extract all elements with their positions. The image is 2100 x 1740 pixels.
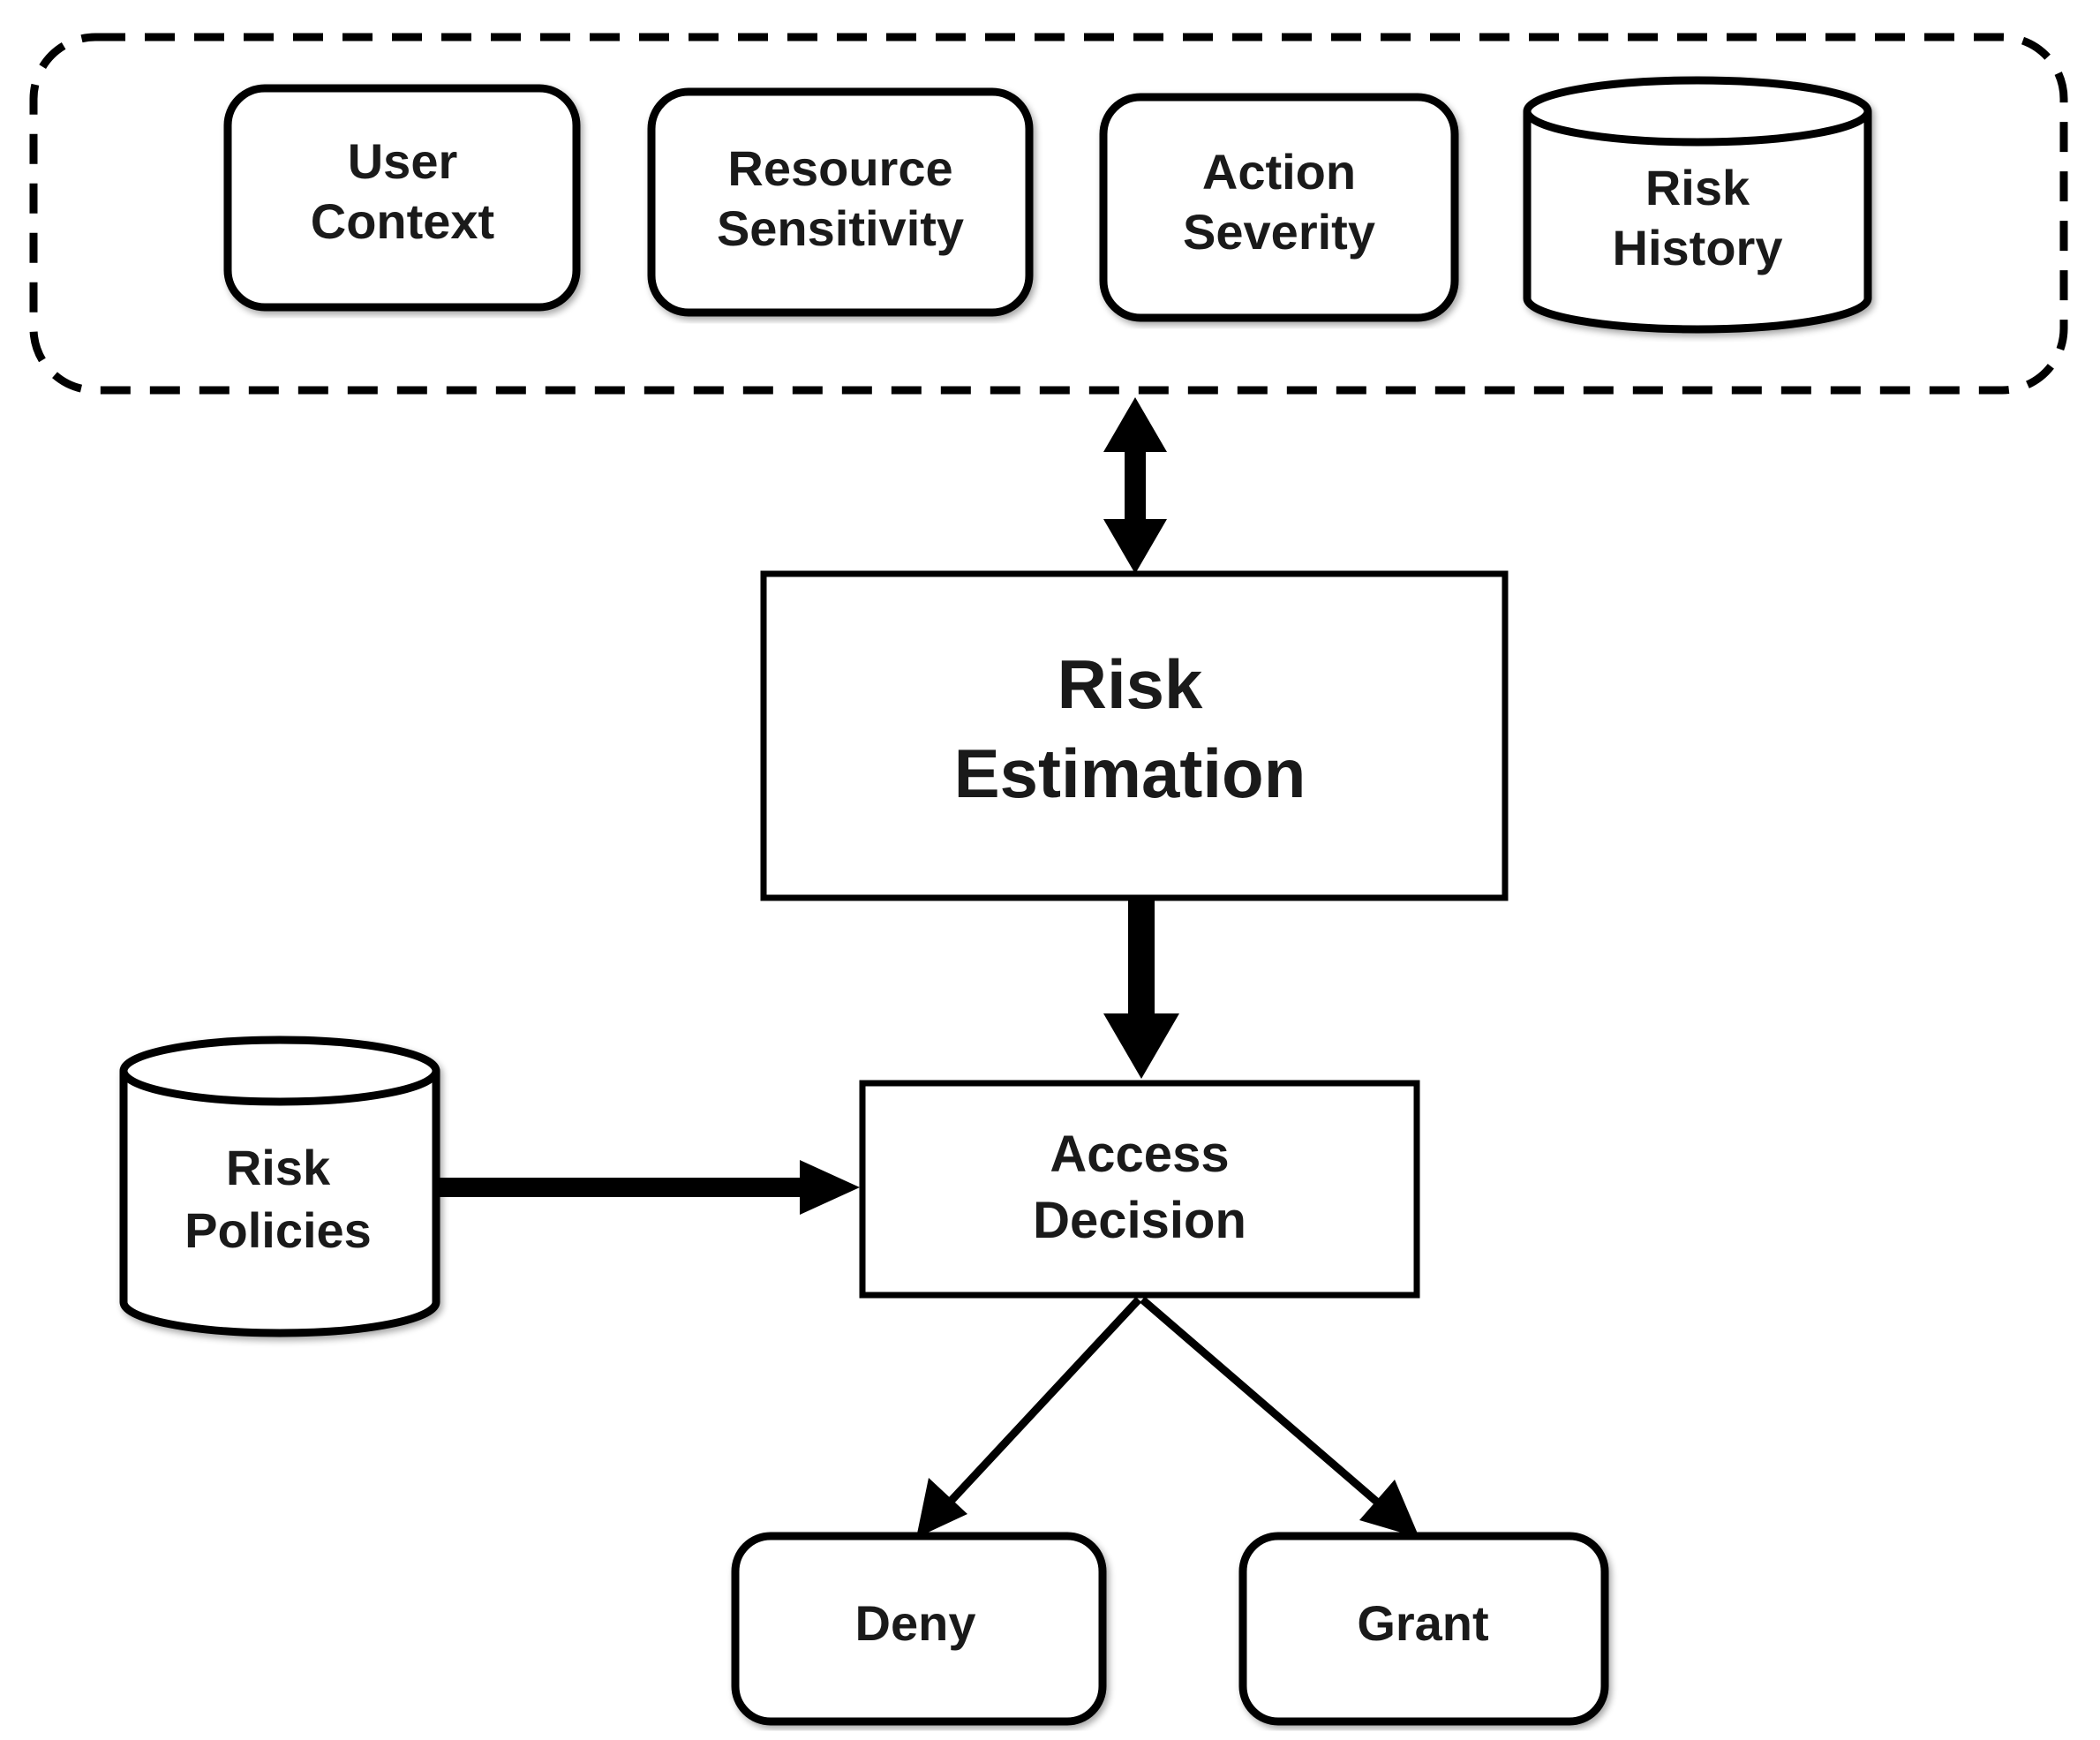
resource-sensitivity-label-1: Resource bbox=[727, 140, 952, 196]
access-decision-label-1: Access bbox=[1050, 1126, 1229, 1183]
deny-label: Deny bbox=[855, 1595, 976, 1651]
decision-to-grant-arrow bbox=[1140, 1296, 1419, 1538]
risk-history-label-1: Risk bbox=[1645, 160, 1750, 215]
grant-node bbox=[1238, 1532, 1609, 1726]
grant-label: Grant bbox=[1357, 1595, 1488, 1651]
access-decision-node bbox=[859, 1080, 1420, 1299]
risk-history-label-2: History bbox=[1613, 220, 1783, 275]
risk-policies-database bbox=[119, 1036, 440, 1337]
action-severity-label-1: Action bbox=[1202, 144, 1356, 200]
risk-estimation-node bbox=[760, 570, 1509, 901]
risk-estimation-label-1: Risk bbox=[1058, 645, 1203, 723]
access-decision-label-2: Decision bbox=[1033, 1192, 1246, 1249]
policies-to-decision-arrow bbox=[438, 1160, 860, 1215]
risk-policies-label-2: Policies bbox=[184, 1202, 372, 1258]
risk-policies-label-1: Risk bbox=[226, 1140, 331, 1195]
user-context-label-2: Context bbox=[311, 193, 494, 249]
resource-sensitivity-node bbox=[647, 87, 1034, 317]
risk-estimation-label-2: Estimation bbox=[954, 734, 1306, 812]
user-context-node bbox=[223, 84, 581, 312]
deny-node bbox=[731, 1532, 1107, 1726]
context-group-boundary bbox=[29, 33, 2068, 395]
action-severity-node bbox=[1099, 93, 1459, 322]
decision-to-deny-arrow bbox=[916, 1296, 1142, 1538]
risk-history-database bbox=[1523, 76, 1872, 334]
action-severity-label-2: Severity bbox=[1183, 204, 1375, 260]
resource-sensitivity-label-2: Sensitivity bbox=[717, 200, 964, 256]
estimation-to-decision-arrow bbox=[1103, 898, 1179, 1079]
user-context-label-1: User bbox=[348, 133, 458, 189]
bidirectional-arrow bbox=[1103, 397, 1167, 574]
